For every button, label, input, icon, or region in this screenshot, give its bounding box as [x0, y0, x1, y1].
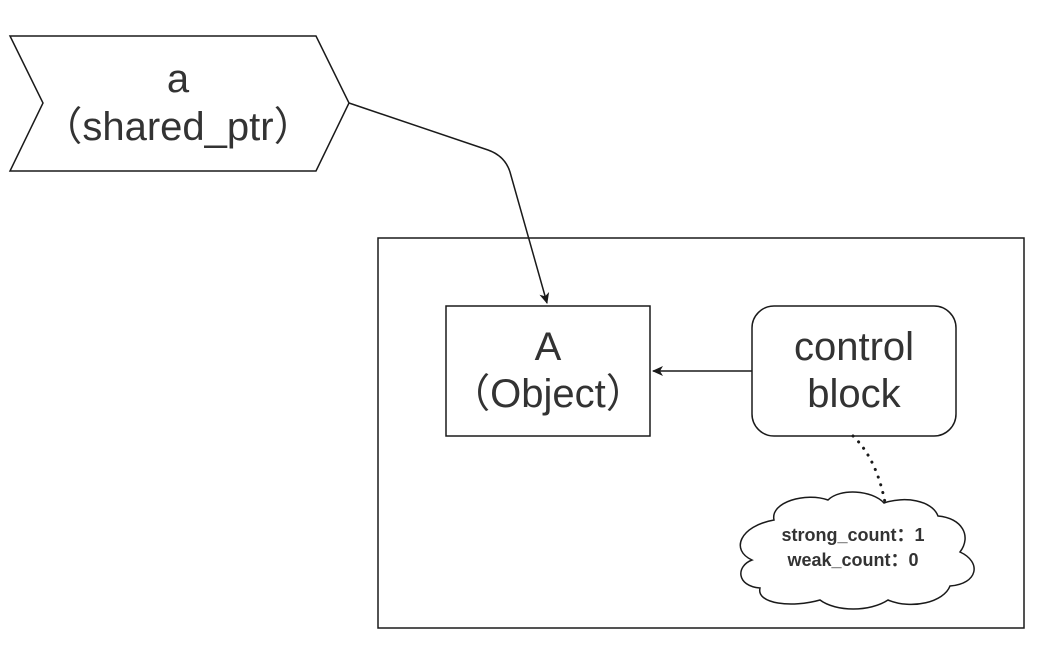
object-node-label-line2: （Object） [450, 372, 646, 416]
counts-cloud-shape [739, 491, 975, 610]
control-block-label-line2: block [807, 372, 901, 416]
pointer-node-label-line2: （shared_ptr） [42, 105, 313, 149]
pointer-node-label-line1: a [167, 57, 190, 101]
counts-strong-label: strong_count：1 [781, 525, 924, 545]
counts-weak-label: weak_count：0 [786, 550, 918, 570]
pointer-node-shape [8, 35, 350, 172]
counts-cloud: strong_count：1 weak_count：0 [739, 491, 975, 610]
control-block-label-line1: control [794, 325, 914, 369]
object-node-label-line1: A [535, 325, 562, 369]
pointer-to-object-arrow [348, 102, 550, 304]
object-node-shape [445, 305, 651, 437]
pointer-node: a （shared_ptr） [8, 35, 350, 172]
control-to-counts-connector [851, 434, 888, 510]
object-node: A （Object） [445, 305, 651, 437]
control-block-node: control block [751, 305, 957, 437]
